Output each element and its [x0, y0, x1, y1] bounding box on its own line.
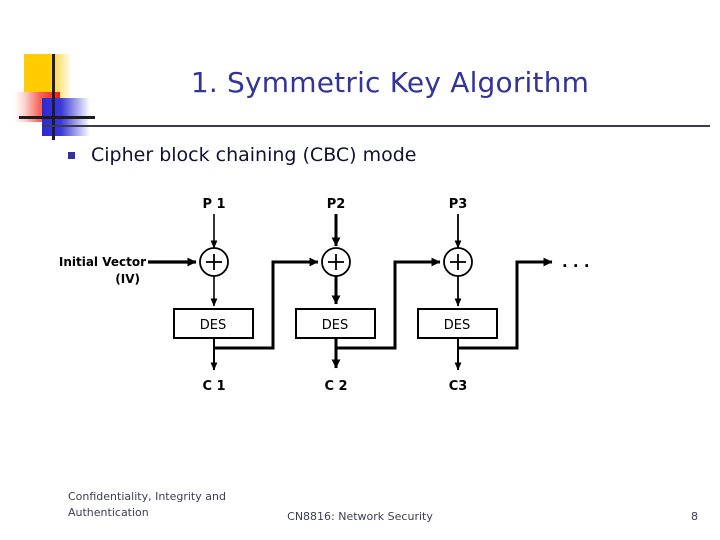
logo-horizontal-line	[19, 116, 95, 119]
stage-2-cipher-label: C 2	[324, 379, 347, 394]
stage-3-block-label: DES	[444, 318, 470, 333]
slide-logo-mark	[14, 54, 98, 140]
stage-2-block-label: DES	[322, 318, 348, 333]
page-title: 1. Symmetric Key Algorithm	[190, 66, 590, 99]
stage-3-plaintext-label: P3	[449, 197, 468, 212]
bullet-list-item: Cipher block chaining (CBC) mode	[68, 144, 417, 166]
diagram-ellipsis: . . .	[562, 253, 590, 271]
footer-page-number: 8	[691, 510, 698, 523]
stage-3-cipher-label: C3	[449, 379, 468, 394]
initial-vector-label-line2: (IV)	[115, 272, 140, 286]
stage-1-block-label: DES	[200, 318, 226, 333]
header-divider	[43, 125, 710, 127]
stage-2-plaintext-label: P2	[327, 197, 346, 212]
stage-1-plaintext-label: P 1	[202, 197, 225, 212]
logo-yellow-square	[24, 54, 72, 98]
bullet-square-icon	[68, 151, 75, 159]
footer-left-line1: Confidentiality, Integrity and	[68, 490, 226, 503]
stage-1-cipher-label: C 1	[202, 379, 225, 394]
initial-vector-label-line1: Initial Vector	[59, 255, 146, 269]
cbc-mode-diagram: P 1 DES C 1 P2 DES C 2 P3 DES C3 . . . I…	[0, 186, 720, 401]
logo-vertical-line	[52, 54, 55, 140]
footer-course-label: CN8816: Network Security	[287, 510, 433, 523]
footer-left-text: Confidentiality, Integrity and Authentic…	[68, 489, 298, 521]
bullet-item-label: Cipher block chaining (CBC) mode	[91, 144, 417, 166]
footer-left-line2: Authentication	[68, 505, 149, 519]
